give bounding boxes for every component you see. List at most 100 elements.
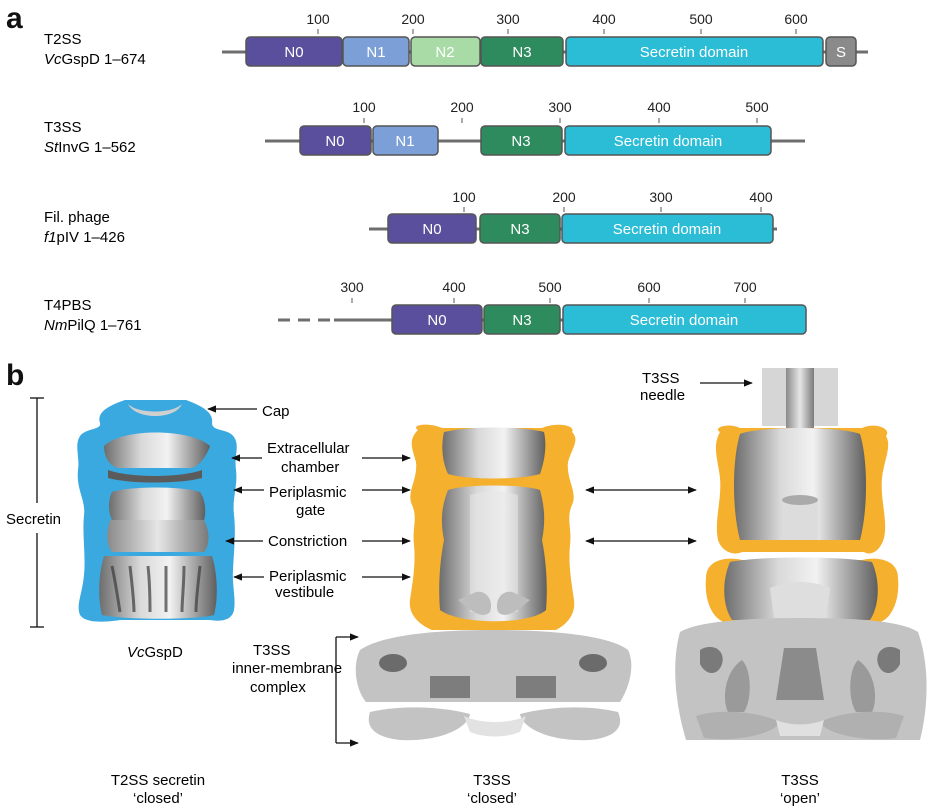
row-t4pbs-line1: T4PBS [44,297,92,314]
svg-text:T3SS: T3SS [253,642,291,659]
svg-text:T3SS: T3SS [473,772,511,789]
svg-text:N3: N3 [512,44,531,61]
secretin-bracket [30,397,44,628]
caption-t3ss-closed: T3SS ‘closed’ [467,772,517,807]
svg-text:‘closed’: ‘closed’ [467,790,517,807]
tick-label: 200 [450,99,474,115]
svg-text:T3SS: T3SS [781,772,819,789]
tick-label: 100 [452,189,476,205]
svg-text:N0: N0 [422,221,441,238]
svg-text:gate: gate [296,502,325,519]
row-t2ss: T2SS VcGspD 1–674 100 200 300 400 500 60… [44,11,868,68]
domain-n3: N3 [480,36,564,67]
svg-text:chamber: chamber [281,459,339,476]
svg-text:inner-membrane: inner-membrane [232,660,342,677]
domain-n3: N3 [479,213,561,244]
vcgspd-structure [77,400,237,622]
svg-text:Cap: Cap [262,403,290,420]
svg-text:N1: N1 [395,133,414,150]
svg-text:‘closed’: ‘closed’ [133,790,183,807]
caption-t2ss: T2SS secretin ‘closed’ [111,772,205,807]
domain-n2: N2 [410,36,481,67]
row-t2ss-ticks: 100 200 300 400 500 600 [306,11,808,27]
svg-text:T3SS: T3SS [642,370,680,387]
tick-label: 200 [401,11,425,27]
row-t2ss-line1: T2SS [44,31,82,48]
domain-n3: N3 [480,125,563,156]
secretin-bracket-label: Secretin [6,511,61,528]
row-t3ss-line2: StInvG 1–562 [44,139,136,156]
panel-b-label: b [6,359,24,392]
tick-label: 300 [340,279,364,295]
t3ss-closed-structure [355,424,632,741]
tick-label: 400 [749,189,773,205]
domain-secretin: Secretin domain [565,36,824,67]
row-t3ss-line1: T3SS [44,119,82,136]
tick-label: 700 [733,279,757,295]
svg-text:Periplasmic: Periplasmic [269,568,347,585]
domain-s: S [825,36,857,67]
row-filphage: Fil. phage f1pIV 1–426 100 200 300 400 N… [44,189,777,246]
domain-n1: N1 [372,125,439,156]
annotation-cap: Cap [207,403,290,420]
svg-text:N2: N2 [435,44,454,61]
svg-text:Constriction: Constriction [268,533,347,550]
domain-secretin: Secretin domain [561,213,774,244]
row-t4pbs-line2: NmPilQ 1–761 [44,317,142,334]
tick-label: 200 [552,189,576,205]
svg-text:N0: N0 [325,133,344,150]
svg-text:complex: complex [250,679,306,696]
svg-text:vestibule: vestibule [275,584,334,601]
panel-a-label: a [6,2,23,35]
tick-label: 300 [496,11,520,27]
caption-t3ss-open: T3SS ‘open’ [780,772,820,807]
tick-label: 400 [647,99,671,115]
svg-text:S: S [836,44,846,61]
svg-text:N3: N3 [512,312,531,329]
svg-text:Extracellular: Extracellular [267,440,350,457]
domain-n0: N0 [299,125,372,156]
annotation-needle: T3SS needle [640,370,753,404]
svg-text:needle: needle [640,387,685,404]
tick-label: 400 [442,279,466,295]
row-t2ss-line2: VcGspD 1–674 [44,51,146,68]
svg-text:Secretin domain: Secretin domain [630,312,738,329]
annotation-constriction: Constriction [225,533,411,550]
annotation-periplasmic-vestibule: Periplasmic vestibule [233,568,411,601]
tick-label: 500 [745,99,769,115]
domain-secretin: Secretin domain [562,304,807,335]
annotation-periplasmic-gate: Periplasmic gate [233,484,411,519]
svg-text:N3: N3 [511,133,530,150]
svg-text:N0: N0 [284,44,303,61]
row-t3ss: T3SS StInvG 1–562 100 200 300 400 500 N0… [44,99,805,156]
vcgspd-label: VcGspD [127,644,183,661]
domain-n3: N3 [483,304,561,335]
annotation-extracellular-chamber: Extracellular chamber [231,440,411,476]
svg-text:Secretin domain: Secretin domain [640,44,748,61]
svg-text:‘open’: ‘open’ [780,790,820,807]
svg-text:T2SS secretin: T2SS secretin [111,772,205,789]
tick-label: 600 [637,279,661,295]
svg-text:N3: N3 [510,221,529,238]
tick-label: 500 [689,11,713,27]
tick-label: 100 [306,11,330,27]
tick-label: 300 [649,189,673,205]
svg-text:N1: N1 [366,44,385,61]
t3ss-open-structure [675,368,927,740]
svg-text:Secretin domain: Secretin domain [614,133,722,150]
domain-n0: N0 [391,304,483,335]
domain-secretin: Secretin domain [564,125,772,156]
tick-label: 400 [592,11,616,27]
annotation-imc: T3SS inner-membrane complex [232,633,359,747]
svg-text:Periplasmic: Periplasmic [269,484,347,501]
svg-text:N0: N0 [427,312,446,329]
row-filphage-line1: Fil. phage [44,209,110,226]
row-t4pbs: T4PBS NmPilQ 1–761 300 400 500 600 700 N… [44,279,807,335]
domain-n0: N0 [387,213,477,244]
domain-n1: N1 [342,36,410,67]
tick-label: 600 [784,11,808,27]
tick-label: 300 [548,99,572,115]
tick-label: 100 [352,99,376,115]
tick-label: 500 [538,279,562,295]
